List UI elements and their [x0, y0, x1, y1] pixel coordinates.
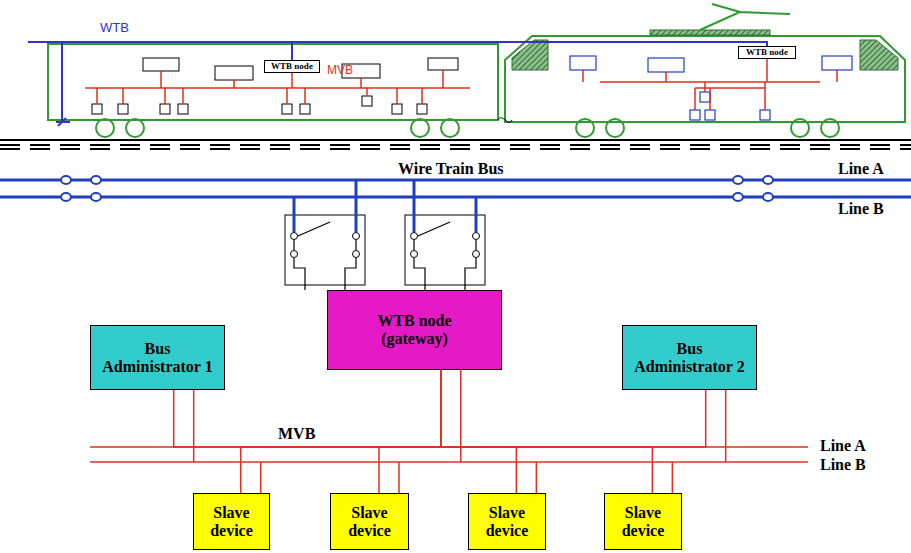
passenger-car — [28, 42, 498, 137]
slave-device-box: Slave device — [468, 493, 546, 550]
bus-connector — [441, 370, 517, 493]
mvb-line-b-drop — [725, 390, 727, 462]
bus-connector — [292, 42, 767, 60]
node-label: Slave device — [472, 504, 542, 540]
gateway-box: WTB node (gateway) — [327, 290, 502, 370]
bus-name: WTB — [100, 20, 129, 35]
bypass-switch — [405, 180, 485, 290]
node-label: WTB node — [746, 47, 788, 57]
mvb-line-b-drop — [193, 390, 195, 462]
line-name: Line A — [820, 437, 866, 455]
bus-administrator-box: Bus Administrator 1 — [90, 325, 225, 390]
node-label: Slave device — [608, 504, 678, 540]
bus-name: MVB — [327, 63, 353, 77]
node-label: Slave device — [197, 504, 267, 540]
mvb-line-b-drop — [398, 462, 400, 493]
mvb-bus — [90, 447, 808, 462]
wire-train-bus — [0, 176, 911, 201]
mvb-line-b-drop — [260, 462, 262, 493]
bus-name: Wire Train Bus — [398, 160, 504, 178]
line-name: Line A — [838, 160, 884, 178]
node-label: Bus Administrator 2 — [628, 340, 752, 376]
bus-connector — [379, 370, 441, 493]
node-label: Slave device — [335, 504, 405, 540]
wtb-node-box: WTB node — [264, 60, 320, 73]
mvb-line-b-drop — [672, 462, 674, 493]
bypass-switch — [285, 180, 365, 290]
bus-connector — [241, 370, 441, 493]
bus-connector — [441, 370, 653, 493]
bus-administrator-box: Bus Administrator 2 — [622, 325, 757, 390]
slave-device-box: Slave device — [604, 493, 682, 550]
mvb-line-b-drop — [460, 370, 462, 462]
node-label: WTB node (gateway) — [365, 312, 465, 348]
slave-device-box: Slave device — [193, 493, 270, 550]
locomotive — [498, 4, 905, 137]
bus-name: MVB — [278, 425, 315, 443]
rails — [0, 140, 911, 150]
slave-device-box: Slave device — [330, 493, 409, 550]
wtb-node-box: WTB node — [738, 46, 796, 59]
mvb-line-b-drop — [536, 462, 538, 493]
line-name: Line B — [820, 456, 866, 474]
node-label: Bus Administrator 1 — [96, 340, 220, 376]
node-label: WTB node — [271, 61, 313, 71]
line-name: Line B — [838, 200, 884, 218]
